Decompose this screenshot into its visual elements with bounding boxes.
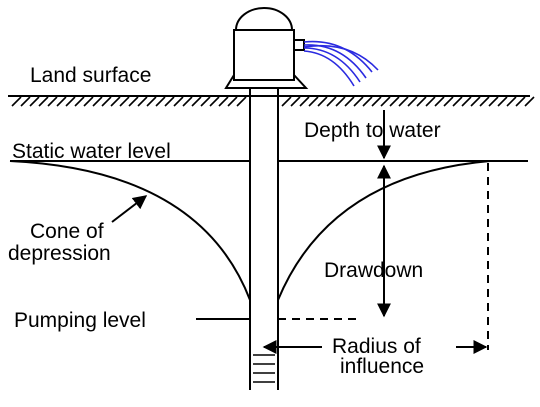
cone-of-depression-label-line1: Cone of bbox=[30, 220, 104, 243]
ground-hatch bbox=[344, 96, 355, 107]
ground-hatch bbox=[443, 96, 454, 107]
ground-hatch bbox=[488, 96, 499, 107]
ground-hatch bbox=[29, 96, 40, 107]
ground-hatch bbox=[173, 96, 184, 107]
ground-hatch bbox=[299, 96, 310, 107]
ground-hatch bbox=[218, 96, 229, 107]
cone-curve-left bbox=[9, 160, 251, 301]
ground-hatch bbox=[470, 96, 481, 107]
ground-hatch bbox=[11, 96, 22, 107]
cone-pointer-arrow bbox=[111, 195, 148, 223]
land-surface-label: Land surface bbox=[30, 64, 151, 87]
radius-of-influence-label-line2: influence bbox=[340, 355, 424, 378]
ground-hatch bbox=[164, 96, 175, 107]
ground-hatch bbox=[461, 96, 472, 107]
ground-hatch bbox=[308, 96, 319, 107]
ground-hatch bbox=[65, 96, 76, 107]
ground-hatch bbox=[191, 96, 202, 107]
ground-hatch bbox=[281, 96, 292, 107]
ground-hatch bbox=[407, 96, 418, 107]
ground-hatch bbox=[497, 96, 508, 107]
ground-hatch bbox=[371, 96, 382, 107]
ground-hatch bbox=[182, 96, 193, 107]
ground-hatch bbox=[335, 96, 346, 107]
ground-hatch bbox=[434, 96, 445, 107]
ground-hatch bbox=[38, 96, 49, 107]
cone-curve-right bbox=[277, 160, 491, 301]
ground-hatch bbox=[56, 96, 67, 107]
ground-hatch bbox=[227, 96, 238, 107]
well-screen bbox=[253, 354, 275, 383]
ground-hatch bbox=[506, 96, 517, 107]
ground-hatch bbox=[380, 96, 391, 107]
ground-hatch bbox=[398, 96, 409, 107]
ground-hatch bbox=[362, 96, 373, 107]
ground-hatch bbox=[128, 96, 139, 107]
radius-of-influence-label-line1: Radius of bbox=[332, 335, 421, 358]
ground-hatch bbox=[110, 96, 121, 107]
ground-hatch bbox=[92, 96, 103, 107]
land-surface-line bbox=[8, 95, 535, 107]
ground-hatch bbox=[83, 96, 94, 107]
cone-of-depression-label-line2: depression bbox=[8, 242, 111, 265]
pump-icon bbox=[224, 7, 309, 89]
ground-hatch bbox=[479, 96, 490, 107]
water-spray-icon bbox=[303, 40, 379, 87]
ground-hatch bbox=[416, 96, 427, 107]
ground-hatch bbox=[317, 96, 328, 107]
ground-hatch bbox=[74, 96, 85, 107]
ground-hatch bbox=[515, 96, 526, 107]
ground-hatch bbox=[452, 96, 463, 107]
ground-hatch bbox=[200, 96, 211, 107]
ground-hatch bbox=[146, 96, 157, 107]
well-casing bbox=[249, 88, 279, 390]
ground-hatch bbox=[290, 96, 301, 107]
ground-hatch bbox=[425, 96, 436, 107]
ground-hatch bbox=[155, 96, 166, 107]
ground-hatch bbox=[101, 96, 112, 107]
ground-hatch bbox=[389, 96, 400, 107]
pumping-level-label: Pumping level bbox=[14, 309, 146, 332]
drawdown-label: Drawdown bbox=[324, 259, 423, 282]
ground-hatch bbox=[119, 96, 130, 107]
ground-hatch bbox=[236, 96, 247, 107]
ground-hatch bbox=[20, 96, 31, 107]
static-water-level-label: Static water level bbox=[12, 140, 171, 163]
ground-hatch bbox=[47, 96, 58, 107]
ground-hatch bbox=[209, 96, 220, 107]
ground-hatch bbox=[524, 96, 535, 107]
depth-to-water-label: Depth to water bbox=[304, 119, 441, 142]
ground-hatch bbox=[137, 96, 148, 107]
ground-hatch bbox=[326, 96, 337, 107]
ground-hatch bbox=[353, 96, 364, 107]
